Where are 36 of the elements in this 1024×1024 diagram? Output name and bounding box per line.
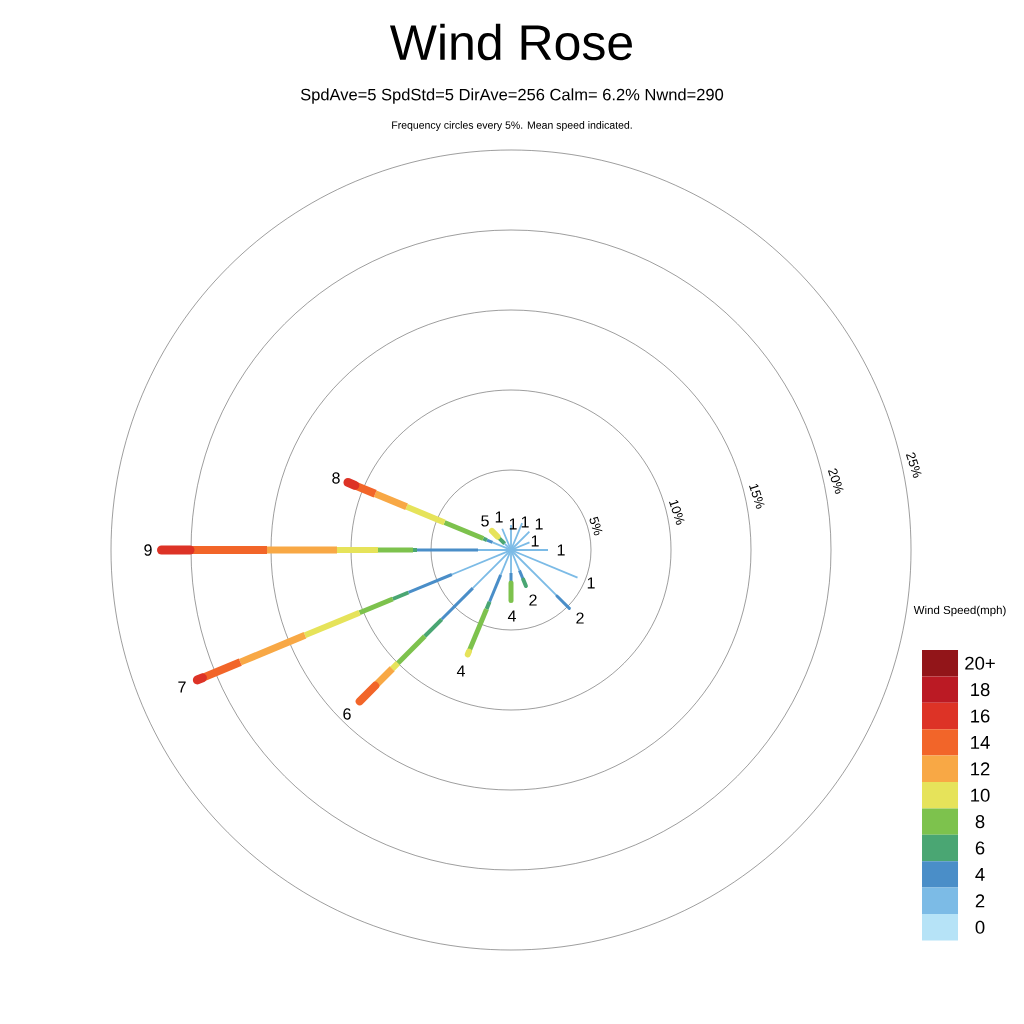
title: Wind Rose	[389, 23, 632, 61]
mean-speed-label: 1	[557, 544, 565, 556]
mean-speed-label: 7	[178, 681, 186, 693]
mean-speed-label: 4	[456, 665, 465, 677]
mean-speed-label: 6	[343, 708, 351, 720]
mean-speed-label: 1	[521, 516, 529, 528]
note: Frequency circles every 5%. Mean speed indicated.	[392, 121, 632, 131]
mean-speed-label: 4	[507, 610, 516, 622]
legend-label: 12	[971, 762, 990, 776]
legend-label: 14	[971, 736, 990, 749]
legend-label: 4	[975, 868, 985, 881]
legend-label: 10	[971, 788, 990, 802]
legend-label: 16	[971, 709, 990, 723]
mean-speed-label: 1	[587, 577, 595, 589]
ring-label: 25%	[905, 452, 922, 478]
mean-speed-label: 1	[495, 511, 503, 523]
mean-speed-label: 1	[535, 518, 543, 530]
legend-label: 0	[975, 920, 985, 934]
legend-label: 6	[975, 841, 985, 855]
ring-label: 15%	[749, 483, 765, 509]
legend-label: 8	[975, 815, 985, 829]
legend-label: 18	[971, 683, 990, 697]
mean-speed-label: 2	[529, 594, 537, 606]
mean-speed-label: 9	[144, 544, 152, 556]
ring-label: 20%	[827, 468, 844, 494]
mean-speed-label: 1	[531, 535, 539, 547]
stats-line: SpdAve=5 SpdStd=5 DirAve=256 Calm= 6.2% Nwnd=290	[300, 88, 724, 104]
legend-label: 2	[975, 894, 985, 908]
mean-speed-label: 8	[332, 472, 340, 484]
legend-label: 20+	[965, 656, 995, 670]
mean-speed-label: 5	[481, 515, 489, 527]
legend-title: Wind Speed(mph)	[913, 605, 1006, 617]
mean-speed-label: 2	[576, 612, 584, 624]
mean-speed-label: 1	[509, 518, 517, 530]
ring-label: 5%	[589, 516, 603, 536]
ring-label: 10%	[669, 499, 685, 525]
